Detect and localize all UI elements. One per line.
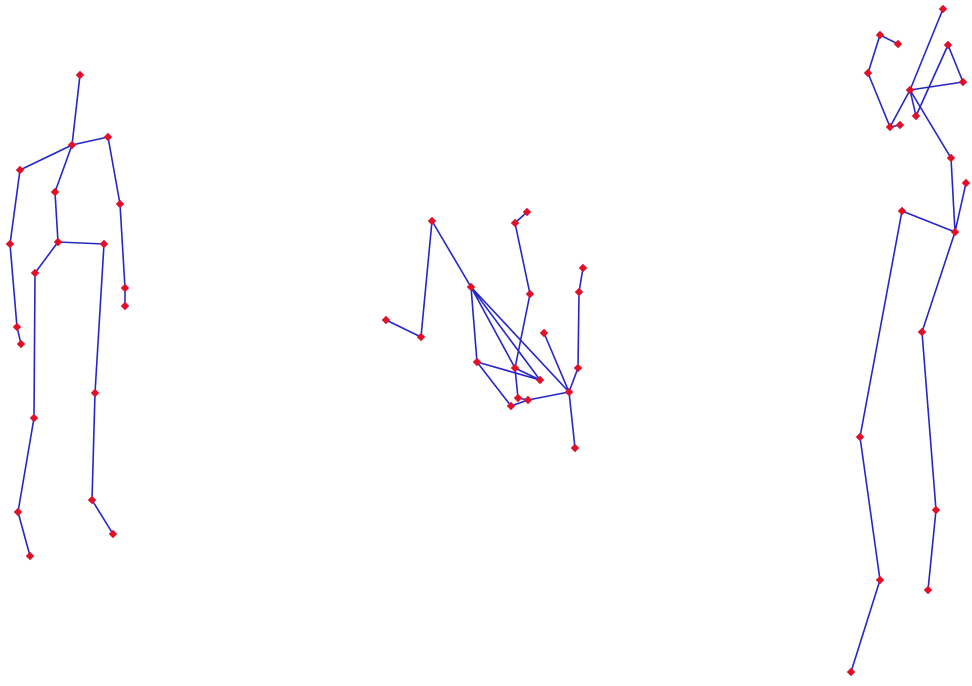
bone-line xyxy=(34,273,35,418)
bone-line xyxy=(578,292,579,368)
